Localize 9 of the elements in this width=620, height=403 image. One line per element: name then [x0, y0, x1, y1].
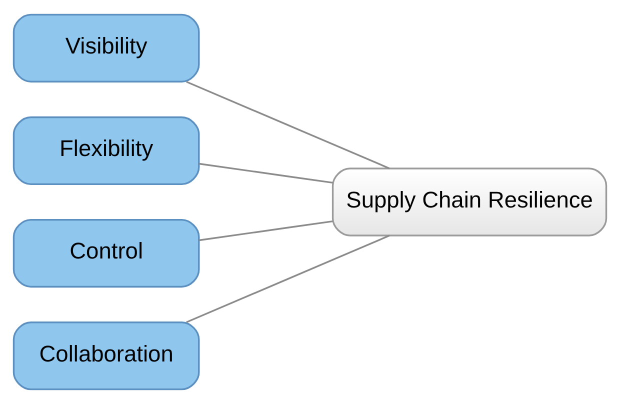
- node-box: Flexibility: [12, 116, 200, 185]
- node-box: Supply Chain Resilience: [332, 167, 608, 236]
- connector: [199, 162, 333, 184]
- node-box: Collaboration: [12, 321, 200, 390]
- connector: [186, 80, 390, 169]
- connector: [199, 220, 333, 241]
- connector: [186, 234, 390, 323]
- node-box: Visibility: [12, 13, 200, 82]
- node-box: Control: [12, 218, 200, 288]
